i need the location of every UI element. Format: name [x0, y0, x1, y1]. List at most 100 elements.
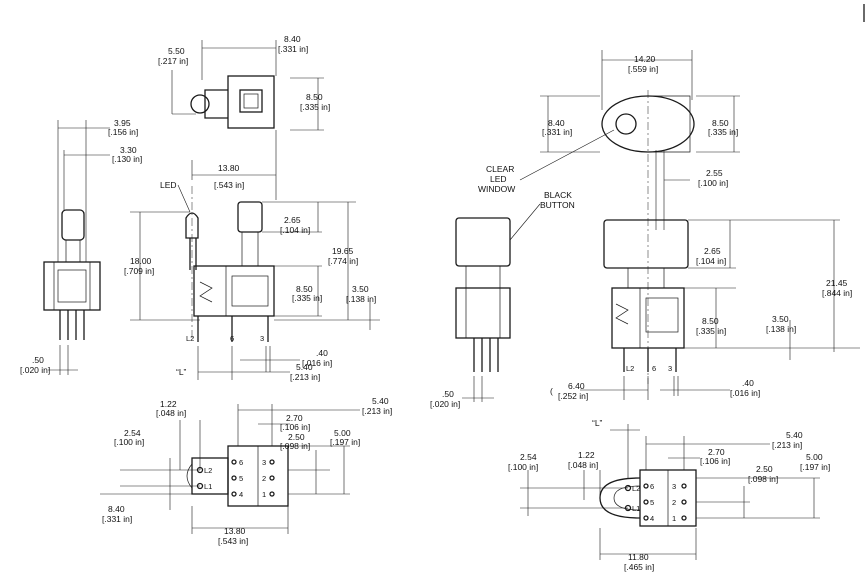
dim-13-80-bl-text: 13.80 — [224, 526, 246, 536]
dim-8-40-bl-text: 8.40 — [108, 504, 125, 514]
dim-5-50-text: 5.50 — [168, 46, 185, 56]
dim-13-80-bl-in: [.543 in] — [218, 536, 248, 546]
dim-5-00-left-in: [.197 in] — [330, 437, 360, 447]
dim-8-50-top-in: [.335 in] — [300, 102, 330, 112]
dim-0-50-left-in: [.020 in] — [20, 365, 50, 375]
dim-8-40-in: [.331 in] — [278, 44, 308, 54]
dim-8-50-mid-left-in: [.335 in] — [292, 293, 322, 303]
dim-2-54-right-text: 2.54 — [520, 452, 537, 462]
dim-3-50-left-in: [.138 in] — [346, 294, 376, 304]
dim-5-40-right-in: [.213 in] — [772, 440, 802, 450]
pin-l1-br: L1 — [632, 504, 640, 513]
pin-4-br: 4 — [650, 514, 654, 523]
dim-1-22-left-text: 1.22 — [160, 399, 177, 409]
pin-5-bl: 5 — [239, 474, 243, 483]
dim-2-54-left-text: 2.54 — [124, 428, 141, 438]
pin-6-a: 6 — [230, 334, 234, 343]
dim-1-22-right-in: [.048 in] — [568, 460, 598, 470]
dim-5-00-right-in: [.197 in] — [800, 462, 830, 472]
dim-2-55-text: 2.55 — [706, 168, 723, 178]
dim-11-80-text: 11.80 — [628, 552, 649, 562]
pin-6-br: 6 — [650, 482, 654, 491]
pin-6-b: 6 — [652, 364, 656, 373]
dim-21-45-in: [.844 in] — [822, 288, 852, 298]
dim-0-40-right-text: .40 — [742, 378, 754, 388]
dim-0-50-left-text: .50 — [32, 355, 44, 365]
dim-19-65-text: 19.65 — [332, 246, 354, 256]
dim-21-45-text: 21.45 — [826, 278, 848, 288]
dim-2-50-left-text: 2.50 — [288, 432, 305, 442]
clear-led-label-2: LED — [490, 174, 507, 184]
dim-8-50-mid-left-text: 8.50 — [296, 284, 313, 294]
dim-3-95-text: 3.95 — [114, 118, 131, 128]
side-view-left: 3.95 [.156 in] 3.30 [.130 in] .50 [.020 … — [20, 118, 142, 375]
dim-18-00-in: [.709 in] — [124, 266, 154, 276]
dim-5-40-left-in: [.213 in] — [290, 372, 320, 382]
L-right-label: “L” — [592, 418, 603, 428]
side-view-right: BLACK BUTTON .50 [.020 in] — [430, 190, 575, 409]
dim-18-00-text: 18.00 — [130, 256, 152, 266]
dim-1-22-right-text: 1.22 — [578, 450, 595, 460]
dim-8-40-bl-in: [.331 in] — [102, 514, 132, 524]
dim-0-40-right-in: [.016 in] — [730, 388, 760, 398]
dim-13-80-mid-text: 13.80 — [218, 163, 240, 173]
pin-l2-b: L2 — [626, 364, 634, 373]
L-left-label: “L” — [176, 367, 187, 377]
dim-3-30-text: 3.30 — [120, 145, 137, 155]
pin-4-bl: 4 — [239, 490, 243, 499]
dim-2-70-left-in: [.106 in] — [280, 422, 310, 432]
dim-13-80-mid-in: [.543 in] — [214, 180, 244, 190]
pin-3-bl: 3 — [262, 458, 266, 467]
dim-3-50-right-in: [.138 in] — [766, 324, 796, 334]
dim-8-40-text: 8.40 — [284, 34, 301, 44]
dim-2-70-right-text: 2.70 — [708, 447, 725, 457]
pin-1-bl: 1 — [262, 490, 266, 499]
dim-2-65-left-in: [.104 in] — [280, 225, 310, 235]
pin-5-br: 5 — [650, 498, 654, 507]
dim-8-50-right-text: 8.50 — [712, 118, 729, 128]
dim-3-50-right-text: 3.50 — [772, 314, 789, 324]
dim-3-95-in: [.156 in] — [108, 127, 138, 137]
top-view-right: 14.20 [.559 in] 8.40 [.331 in] 8.50 [.33… — [478, 50, 740, 194]
dim-5-40-left-text: 5.40 — [296, 362, 313, 372]
pin-3-b: 3 — [668, 364, 672, 373]
dim-2-50-right-text: 2.50 — [756, 464, 773, 474]
dim-0-40-left-in: [.016 in] — [302, 358, 332, 368]
dim-0-50-right-in: [.020 in] — [430, 399, 460, 409]
dim-2-70-right-in: [.106 in] — [700, 456, 730, 466]
led-label: LED — [160, 180, 177, 190]
front-view-right: L2 6 3 2.65 [.104 in] 21.45 [.844 in] 8.… — [550, 219, 860, 401]
pin-l2-a: L2 — [186, 334, 194, 343]
clear-led-label-3: WINDOW — [478, 184, 515, 194]
bottom-view-left: L2 L1 6 5 4 3 2 1 1.22 [.048 in] 2.54 [.… — [100, 396, 392, 546]
dim-1-22-left-in: [.048 in] — [156, 408, 186, 418]
dim-8-40-right-in: [.331 in] — [542, 127, 572, 137]
pin-3-br: 3 — [672, 482, 676, 491]
dim-6-40-in: [.252 in] — [558, 391, 588, 401]
dim-8-50-right-in: [.335 in] — [708, 127, 738, 137]
dim-2-54-left-in: [.100 in] — [114, 437, 144, 447]
dim-3-30-in: [.130 in] — [112, 154, 142, 164]
dim-0-50-right-text: .50 — [442, 389, 454, 399]
dim-2-65-right-in: [.104 in] — [696, 256, 726, 266]
top-view-left — [190, 75, 275, 129]
center-lines-right: 2.55 [.100 in] — [647, 90, 728, 384]
paren-6-40: ( — [550, 386, 553, 396]
dim-5-00-left-text: 5.00 — [334, 428, 351, 438]
pin-2-bl: 2 — [262, 474, 266, 483]
dim-8-50-mid-right-in: [.335 in] — [696, 326, 726, 336]
pin-1-br: 1 — [672, 514, 676, 523]
dim-2-70-left-text: 2.70 — [286, 413, 303, 423]
front-view-left: LED L2 6 3 13.80 [.543 in] 18.00 [.709 i… — [124, 130, 380, 382]
dim-19-65-in: [.774 in] — [328, 256, 358, 266]
bottom-view-right: L2 L1 6 5 4 3 2 1 “L” 5.40 [.213 in] 2.7… — [508, 418, 830, 572]
dim-8-40-right-text: 8.40 — [548, 118, 565, 128]
dim-5-40-bl-in: [.213 in] — [362, 406, 392, 416]
dim-3-50-left-text: 3.50 — [352, 284, 369, 294]
clear-led-label-1: CLEAR — [486, 164, 514, 174]
dim-8-50-top-text: 8.50 — [306, 92, 323, 102]
dim-2-65-left-text: 2.65 — [284, 215, 301, 225]
black-button-label-1: BLACK — [544, 190, 572, 200]
dim-2-55-in: [.100 in] — [698, 178, 728, 188]
